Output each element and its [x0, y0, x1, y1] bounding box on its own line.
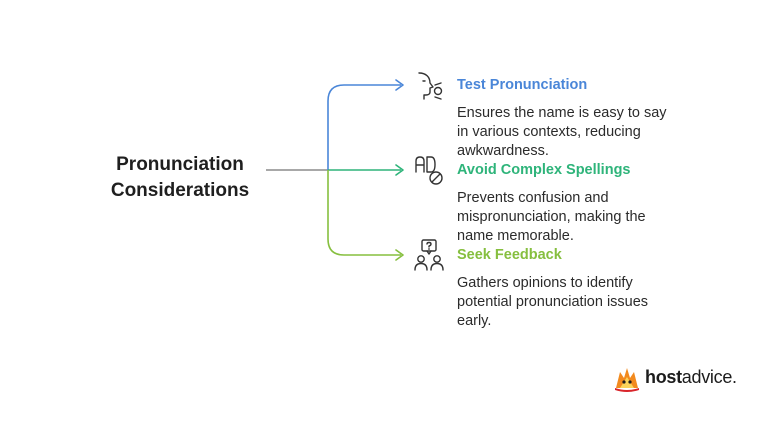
- item-title-test-pronunciation: Test Pronunciation: [457, 77, 588, 93]
- brand-wordmark-bold: host: [645, 367, 682, 387]
- root-topic-line-1: Pronunciation: [116, 154, 244, 175]
- fox-mascot-icon: [615, 368, 639, 392]
- no-spelling-icon: [415, 156, 443, 185]
- branch-arrow-2: [395, 164, 404, 176]
- feedback-people-icon: [414, 239, 444, 271]
- item-title-seek-feedback: Seek Feedback: [457, 247, 562, 263]
- branch-arrow-1: [395, 79, 404, 91]
- item-title-avoid-complex-spellings: Avoid Complex Spellings: [457, 162, 631, 178]
- brand-wordmark: hostadvice.: [645, 367, 737, 388]
- item-desc-test-pronunciation: Ensures the name is easy to say in vario…: [457, 105, 667, 159]
- item-desc-seek-feedback: Gathers opinions to identify potential p…: [457, 275, 649, 329]
- item-desc-avoid-complex-spellings: Prevents confusion and mispronunciation,…: [457, 190, 646, 244]
- branch-arrow-3: [395, 249, 404, 261]
- brand-wordmark-light: advice.: [681, 367, 737, 387]
- root-topic-line-2: Considerations: [110, 180, 250, 201]
- root-topic-label: Pronunciation Considerations: [96, 152, 264, 204]
- branch-line-3: [327, 170, 401, 256]
- speaking-head-icon: [418, 72, 443, 100]
- branch-line-1: [327, 84, 401, 170]
